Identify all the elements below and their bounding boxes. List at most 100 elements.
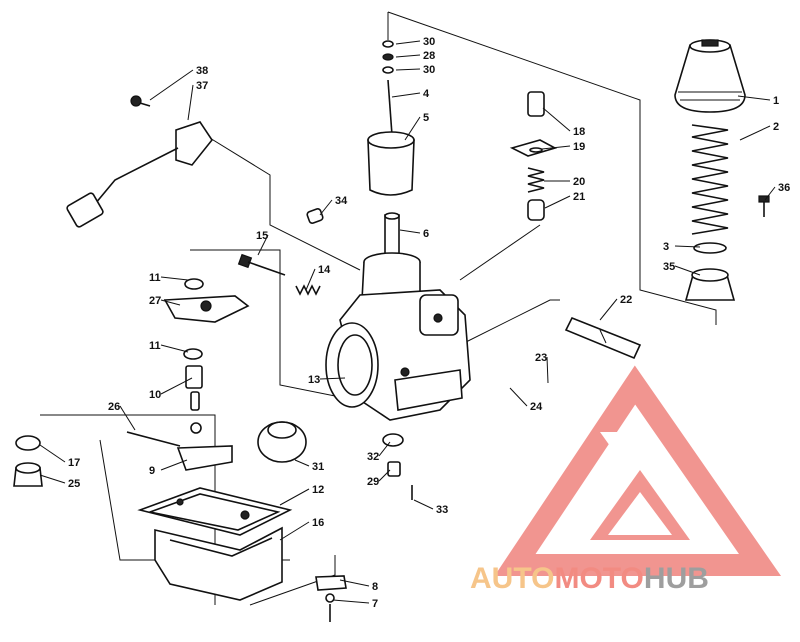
callout-number: 11 xyxy=(149,272,161,284)
callout-leader xyxy=(546,356,549,384)
callout-number: 36 xyxy=(778,182,790,194)
watermark-logo xyxy=(494,365,782,576)
callout-number: 3 xyxy=(663,241,669,253)
callout-number: 24 xyxy=(530,401,543,413)
callout-number: 23 xyxy=(535,352,547,364)
callout-number: 18 xyxy=(573,126,585,138)
callout-leader xyxy=(319,377,346,380)
callout-number: 21 xyxy=(573,191,585,203)
callout-number: 30 xyxy=(423,36,435,48)
callout-leader xyxy=(395,40,421,45)
callout-number: 35 xyxy=(663,261,675,273)
callout-number: 33 xyxy=(436,504,448,516)
assembly-lines xyxy=(40,11,717,606)
part-screw-36 xyxy=(758,195,770,217)
part-spring xyxy=(691,124,729,235)
callout-leader xyxy=(764,186,776,201)
callout-number: 5 xyxy=(423,112,429,124)
callout-leader xyxy=(378,469,391,482)
callout-number: 26 xyxy=(108,401,120,413)
part-clip-stack xyxy=(382,40,394,74)
part-retainer-35 xyxy=(684,268,736,301)
callout-leader xyxy=(160,459,188,471)
callout-leader xyxy=(391,92,421,98)
callout-leader xyxy=(399,229,421,234)
part-cap xyxy=(674,39,746,113)
callout-leader xyxy=(509,387,528,407)
callout-number: 28 xyxy=(423,50,435,62)
callout-number: 8 xyxy=(372,581,378,593)
part-air-screw-stack xyxy=(509,91,558,221)
part-needle xyxy=(387,79,393,136)
callout-number: 15 xyxy=(256,230,268,242)
callout-leader xyxy=(279,488,310,506)
part-drain-plug xyxy=(13,435,43,487)
callout-number: 17 xyxy=(68,457,80,469)
callout-number: 27 xyxy=(149,295,161,307)
callout-leader xyxy=(739,125,771,141)
callout-leader xyxy=(119,405,136,431)
callout-leader xyxy=(378,441,391,457)
callout-number: 29 xyxy=(367,476,379,488)
callout-leader xyxy=(160,344,189,353)
part-throttle-screw xyxy=(237,253,286,276)
callout-number: 7 xyxy=(372,598,378,610)
callout-number: 6 xyxy=(423,228,429,240)
watermark-moto: MOTO xyxy=(554,562,643,595)
callout-number: 30 xyxy=(423,64,435,76)
part-washer-3 xyxy=(693,242,727,254)
callout-number: 9 xyxy=(149,465,155,477)
part-float-bowl xyxy=(137,487,293,601)
callout-number: 14 xyxy=(318,264,331,276)
callout-number: 25 xyxy=(68,478,80,490)
callout-leader xyxy=(674,245,701,248)
callout-labels: 1233536302830456181920213438371514221127… xyxy=(68,36,790,610)
callout-leader xyxy=(160,377,193,395)
callout-leader xyxy=(305,268,316,291)
callout-leader xyxy=(544,195,571,209)
callout-leader xyxy=(404,116,421,141)
part-bracket-screws xyxy=(315,575,347,622)
part-hose-22 xyxy=(564,316,642,360)
callout-leader xyxy=(294,459,310,467)
callout-leader xyxy=(413,499,434,510)
callout-number: 12 xyxy=(312,484,324,496)
callout-number: 20 xyxy=(573,176,585,188)
callout-number: 22 xyxy=(620,294,632,306)
callout-leader xyxy=(257,234,269,256)
callout-leader xyxy=(187,84,194,121)
part-plug-34 xyxy=(306,208,324,224)
part-carburetor-body xyxy=(325,252,471,421)
callout-leader xyxy=(160,299,181,306)
callout-leader xyxy=(149,69,194,101)
part-slide xyxy=(367,131,415,196)
callout-number: 34 xyxy=(335,195,348,207)
callout-number: 31 xyxy=(312,461,324,473)
callout-number: 11 xyxy=(149,340,161,352)
watermark-auto: AUTO xyxy=(470,562,554,595)
callout-leader xyxy=(279,521,310,541)
callout-number: 2 xyxy=(773,121,779,133)
callout-leader xyxy=(395,68,421,71)
callout-leader xyxy=(160,276,189,281)
callout-leader xyxy=(674,265,701,276)
callout-leader xyxy=(737,95,771,101)
callout-leader xyxy=(599,298,618,321)
callout-number: 4 xyxy=(423,88,430,100)
callout-number: 13 xyxy=(308,374,320,386)
callout-number: 16 xyxy=(312,517,324,529)
callout-leader xyxy=(319,199,333,216)
callout-leader xyxy=(332,599,370,604)
callout-leader xyxy=(541,145,571,150)
callout-leader xyxy=(39,474,66,484)
callout-leader xyxy=(339,579,370,587)
watermark-hub: HUB xyxy=(644,562,709,595)
watermark-text: AUTOMOTOHUB xyxy=(470,562,709,595)
callout-number: 1 xyxy=(773,95,779,107)
callout-number: 10 xyxy=(149,389,161,401)
callout-number: 32 xyxy=(367,451,379,463)
callout-leader xyxy=(39,444,66,463)
part-float-mechanism xyxy=(126,278,250,471)
part-choke-lever xyxy=(66,95,213,228)
callout-number: 38 xyxy=(196,65,208,77)
